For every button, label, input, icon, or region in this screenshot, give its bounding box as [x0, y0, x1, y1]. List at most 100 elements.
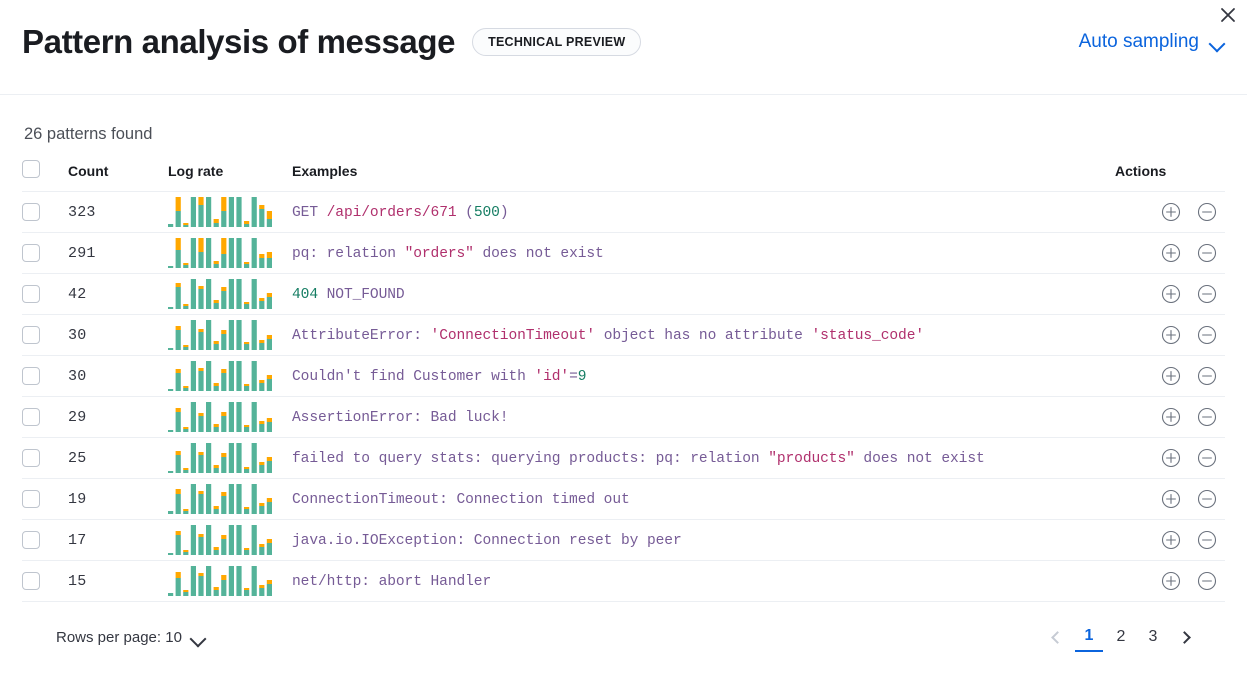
row-actions-cell	[1115, 232, 1225, 274]
pagination-page-3[interactable]: 3	[1148, 628, 1158, 645]
column-header-examples: Examples	[292, 160, 1115, 192]
auto-sampling-button[interactable]: Auto sampling	[1078, 31, 1199, 52]
dialog-body: 26 patterns found Count Log rate Example…	[0, 95, 1247, 652]
table-row[interactable]: 291 pq: relation "orders" does not exist	[22, 232, 1225, 274]
plus-circle-icon[interactable]	[1161, 366, 1181, 386]
row-example-cell: AttributeError: 'ConnectionTimeout' obje…	[292, 314, 1115, 356]
plus-circle-icon[interactable]	[1161, 407, 1181, 427]
table-row[interactable]: 30 AttributeError: 'ConnectionTimeout' ob…	[22, 314, 1225, 356]
row-actions-cell	[1115, 519, 1225, 561]
row-select-cell	[22, 191, 68, 233]
example-token: 9	[577, 369, 587, 385]
row-example-text: pq: relation "orders" does not exist	[292, 246, 604, 262]
row-checkbox[interactable]	[22, 367, 40, 385]
row-checkbox[interactable]	[22, 572, 40, 590]
row-example-cell: java.io.IOException: Connection reset by…	[292, 519, 1115, 561]
row-checkbox[interactable]	[22, 531, 40, 549]
patterns-found-count: 26 patterns found	[24, 125, 153, 143]
plus-circle-icon[interactable]	[1161, 202, 1181, 222]
chevron-down-icon[interactable]	[191, 633, 206, 642]
minus-circle-icon[interactable]	[1197, 571, 1217, 591]
example-token: 500	[473, 205, 500, 221]
plus-circle-icon[interactable]	[1161, 530, 1181, 550]
example-token: does not exist	[473, 246, 604, 262]
row-example-text: AssertionError: Bad luck!	[292, 410, 509, 426]
row-checkbox[interactable]	[22, 326, 40, 344]
example-token: "products"	[768, 451, 855, 467]
row-log-rate-sparkline	[168, 232, 292, 274]
row-checkbox[interactable]	[22, 285, 40, 303]
row-log-rate-sparkline	[168, 437, 292, 479]
rows-per-page-button[interactable]: Rows per page: 10	[56, 629, 206, 646]
plus-circle-icon[interactable]	[1161, 243, 1181, 263]
minus-circle-icon[interactable]	[1197, 530, 1217, 550]
example-token: "orders"	[404, 246, 474, 262]
example-token: NOT_FOUND	[317, 287, 405, 303]
example-token: ConnectionTimeout: Connection timed out	[292, 492, 630, 508]
row-checkbox[interactable]	[22, 490, 40, 508]
row-example-cell: pq: relation "orders" does not exist	[292, 232, 1115, 274]
column-header-count: Count	[68, 160, 168, 192]
row-checkbox[interactable]	[22, 408, 40, 426]
minus-circle-icon[interactable]	[1197, 243, 1217, 263]
row-count: 291	[68, 232, 168, 274]
row-log-rate-sparkline	[168, 396, 292, 438]
example-token: /api/orders/671	[326, 205, 457, 221]
minus-circle-icon[interactable]	[1197, 284, 1217, 304]
row-actions-cell	[1115, 314, 1225, 356]
example-token: 'id'	[534, 369, 570, 385]
row-actions-cell	[1115, 273, 1225, 315]
select-all-checkbox[interactable]	[22, 160, 40, 178]
row-log-rate-sparkline	[168, 273, 292, 315]
plus-circle-icon[interactable]	[1161, 284, 1181, 304]
example-token: AttributeError:	[292, 328, 431, 344]
row-example-text: ConnectionTimeout: Connection timed out	[292, 492, 630, 508]
minus-circle-icon[interactable]	[1197, 448, 1217, 468]
row-checkbox[interactable]	[22, 244, 40, 262]
row-example-text: 404 NOT_FOUND	[292, 287, 405, 303]
chevron-right-icon[interactable]	[1171, 622, 1201, 652]
example-token: =	[569, 369, 578, 385]
row-select-cell	[22, 519, 68, 561]
table-header: Count Log rate Examples Actions	[22, 160, 1225, 192]
example-token: failed to query stats: querying products…	[292, 451, 769, 467]
minus-circle-icon[interactable]	[1197, 325, 1217, 345]
plus-circle-icon[interactable]	[1161, 448, 1181, 468]
plus-circle-icon[interactable]	[1161, 489, 1181, 509]
row-checkbox[interactable]	[22, 203, 40, 221]
row-checkbox[interactable]	[22, 449, 40, 467]
row-example-text: net/http: abort Handler	[292, 574, 491, 590]
plus-circle-icon[interactable]	[1161, 571, 1181, 591]
chevron-down-icon[interactable]	[1210, 38, 1225, 47]
header-actions: Auto sampling	[1079, 31, 1225, 53]
example-token: GET	[292, 205, 327, 221]
minus-circle-icon[interactable]	[1197, 489, 1217, 509]
dialog-header: Pattern analysis of message TECHNICAL PR…	[0, 0, 1247, 95]
pagination-page-2[interactable]: 2	[1116, 628, 1126, 645]
row-select-cell	[22, 478, 68, 520]
plus-circle-icon[interactable]	[1161, 325, 1181, 345]
minus-circle-icon[interactable]	[1197, 366, 1217, 386]
pagination-page-1[interactable]: 1	[1075, 622, 1103, 652]
rows-per-page-label: Rows per page: 10	[56, 628, 182, 646]
close-icon[interactable]	[1215, 2, 1241, 28]
row-count: 30	[68, 314, 168, 356]
row-actions-cell	[1115, 191, 1225, 233]
row-example-cell: ConnectionTimeout: Connection timed out	[292, 478, 1115, 520]
row-actions-cell	[1115, 396, 1225, 438]
row-example-text: java.io.IOException: Connection reset by…	[292, 533, 682, 549]
minus-circle-icon[interactable]	[1197, 202, 1217, 222]
chevron-left-icon[interactable]	[1041, 622, 1071, 652]
minus-circle-icon[interactable]	[1197, 407, 1217, 427]
row-actions-cell	[1115, 560, 1225, 602]
